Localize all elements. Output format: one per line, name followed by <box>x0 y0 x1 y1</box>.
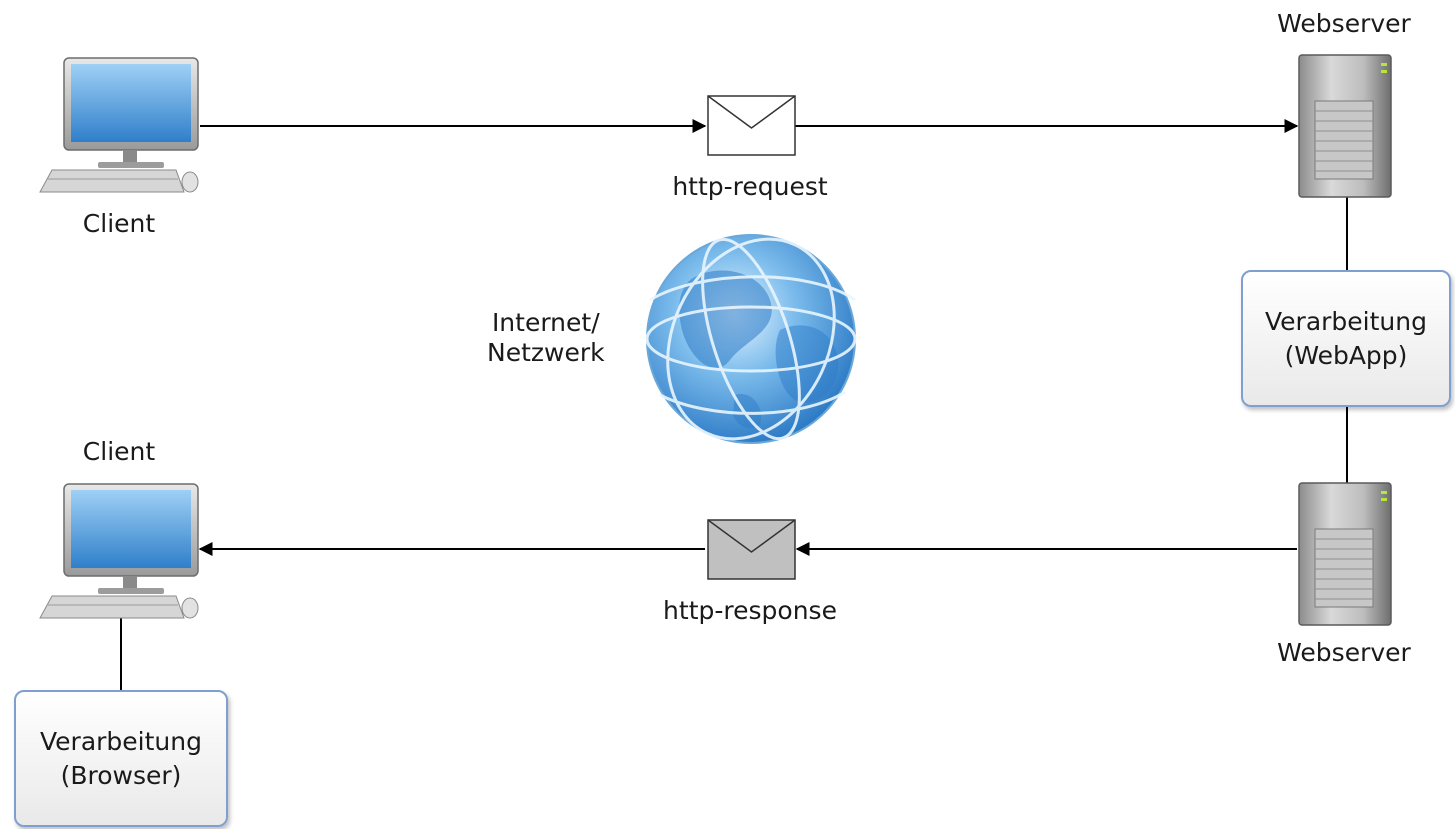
browser-processing-box: Verarbeitung (Browser) <box>14 690 228 827</box>
webapp-box-line1: Verarbeitung <box>1265 306 1427 336</box>
globe-icon <box>645 234 857 444</box>
envelope-icon <box>707 95 796 156</box>
server-icon <box>1298 54 1392 198</box>
webserver-bottom-label: Webserver <box>1277 638 1411 667</box>
browser-box-line1: Verarbeitung <box>40 726 202 756</box>
webapp-processing-box: Verarbeitung (WebApp) <box>1241 270 1451 407</box>
computer-icon <box>39 483 199 619</box>
client-top-label: Client <box>82 209 156 238</box>
browser-box-line2: (Browser) <box>60 760 182 790</box>
computer-icon <box>39 57 199 193</box>
internet-label-line2: Netzwerk <box>487 338 605 367</box>
webapp-box-line2: (WebApp) <box>1284 340 1408 370</box>
http-request-label: http-request <box>672 172 828 201</box>
internet-label: Internet/ Netzwerk <box>487 308 605 368</box>
server-icon <box>1298 482 1392 626</box>
client-bottom-label: Client <box>82 437 156 466</box>
internet-label-line1: Internet/ <box>491 308 600 337</box>
envelope-icon <box>707 519 796 580</box>
webserver-top-label: Webserver <box>1277 9 1411 38</box>
http-response-label: http-response <box>663 596 837 625</box>
